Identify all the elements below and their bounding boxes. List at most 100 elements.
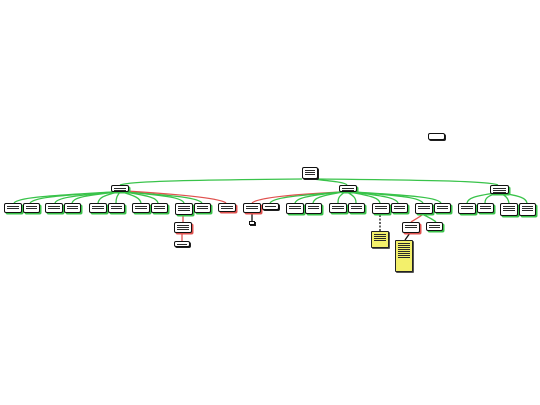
edge-b1-l7 <box>121 191 142 204</box>
child-node-green[interactable] <box>426 222 443 231</box>
leaf-node[interactable] <box>500 203 518 216</box>
leaf-node[interactable] <box>434 203 451 213</box>
text-line <box>178 206 190 207</box>
text-line <box>351 208 362 209</box>
edge-b3-l4 <box>501 192 528 204</box>
edge-b2-l9 <box>354 191 442 204</box>
text-line <box>480 208 491 209</box>
text-line <box>154 208 165 209</box>
text-line <box>114 190 126 191</box>
leaf-node[interactable] <box>329 203 347 213</box>
leaf-node[interactable] <box>64 203 81 213</box>
text-line <box>398 247 410 248</box>
edge-b2-l5 <box>346 191 357 204</box>
leaf-node[interactable] <box>262 203 279 210</box>
edge-b1-l5 <box>97 191 119 204</box>
text-line <box>305 174 315 175</box>
text-line <box>418 208 430 209</box>
leaf-node-red[interactable] <box>218 203 236 212</box>
text-line <box>461 206 473 207</box>
edge-b1-l4 <box>71 191 119 204</box>
leaf-node[interactable] <box>391 203 408 213</box>
text-line <box>265 206 276 207</box>
text-line <box>178 208 190 209</box>
legend-box <box>428 133 445 140</box>
text-line <box>461 208 473 209</box>
text-line <box>374 234 386 235</box>
text-line <box>114 188 126 189</box>
text-line <box>92 206 104 207</box>
text-line <box>398 255 410 256</box>
leaf-node[interactable] <box>89 203 107 213</box>
text-line <box>437 206 448 207</box>
child-node-red[interactable] <box>174 222 192 233</box>
leaf-node[interactable] <box>23 203 40 213</box>
text-line <box>429 225 440 226</box>
text-line <box>398 253 410 254</box>
grandchild-node[interactable] <box>174 241 190 247</box>
text-line <box>398 257 410 258</box>
leaf-node[interactable] <box>519 203 536 216</box>
text-line <box>374 240 386 241</box>
leaf-node[interactable] <box>45 203 63 213</box>
text-line <box>437 208 448 209</box>
text-line <box>374 236 386 237</box>
text-line <box>351 206 362 207</box>
text-line <box>429 227 440 228</box>
edge-b2-l2 <box>294 191 343 204</box>
note-node[interactable] <box>371 231 389 248</box>
branch-node-3[interactable] <box>490 185 509 194</box>
text-line <box>522 208 533 209</box>
text-line <box>177 225 189 226</box>
leaf-node[interactable] <box>132 203 150 213</box>
text-line <box>26 208 37 209</box>
note-node[interactable] <box>395 240 413 272</box>
edge-b3-l1 <box>466 192 496 204</box>
branch-node-1[interactable] <box>111 185 129 192</box>
text-line <box>67 206 78 207</box>
edge-b1-red <box>126 190 227 204</box>
edge-b1-l2 <box>29 191 115 204</box>
leaf-node[interactable] <box>286 203 304 214</box>
edge-l8-green <box>423 214 437 223</box>
leaf-node[interactable] <box>175 203 193 215</box>
text-line <box>503 210 515 211</box>
edge-b1-l10 <box>127 191 203 204</box>
text-line <box>342 188 354 189</box>
text-line <box>7 206 19 207</box>
text-line <box>332 208 344 209</box>
leaf-node[interactable] <box>4 203 22 213</box>
text-line <box>289 208 301 209</box>
leaf-node[interactable] <box>151 203 168 213</box>
text-line <box>522 210 533 211</box>
text-line <box>135 206 147 207</box>
leaf-node[interactable] <box>477 203 494 213</box>
root-node[interactable] <box>302 167 318 179</box>
leaf-node[interactable] <box>415 203 433 214</box>
leaf-node[interactable] <box>305 203 322 214</box>
text-line <box>289 206 301 207</box>
leaf-node[interactable] <box>348 203 365 213</box>
text-line <box>111 206 122 207</box>
branch-node-2[interactable] <box>339 185 357 192</box>
leaf-node[interactable] <box>194 203 211 213</box>
leaf-node[interactable] <box>108 203 125 213</box>
child-node-red[interactable] <box>402 222 420 233</box>
leaf-node[interactable] <box>458 203 476 214</box>
text-line <box>135 208 147 209</box>
edge-root-branch-1 <box>119 178 303 186</box>
text-line <box>305 170 315 171</box>
text-line <box>178 210 190 211</box>
text-line <box>375 206 387 207</box>
text-line <box>398 245 410 246</box>
leaf-node[interactable] <box>372 203 390 214</box>
edge-l8-red <box>410 214 423 223</box>
marker-node <box>249 221 255 225</box>
text-line <box>493 192 506 193</box>
leaf-node-red[interactable] <box>243 203 261 213</box>
text-line <box>308 206 319 207</box>
text-line <box>394 206 405 207</box>
text-line <box>332 206 344 207</box>
text-line <box>342 190 354 191</box>
